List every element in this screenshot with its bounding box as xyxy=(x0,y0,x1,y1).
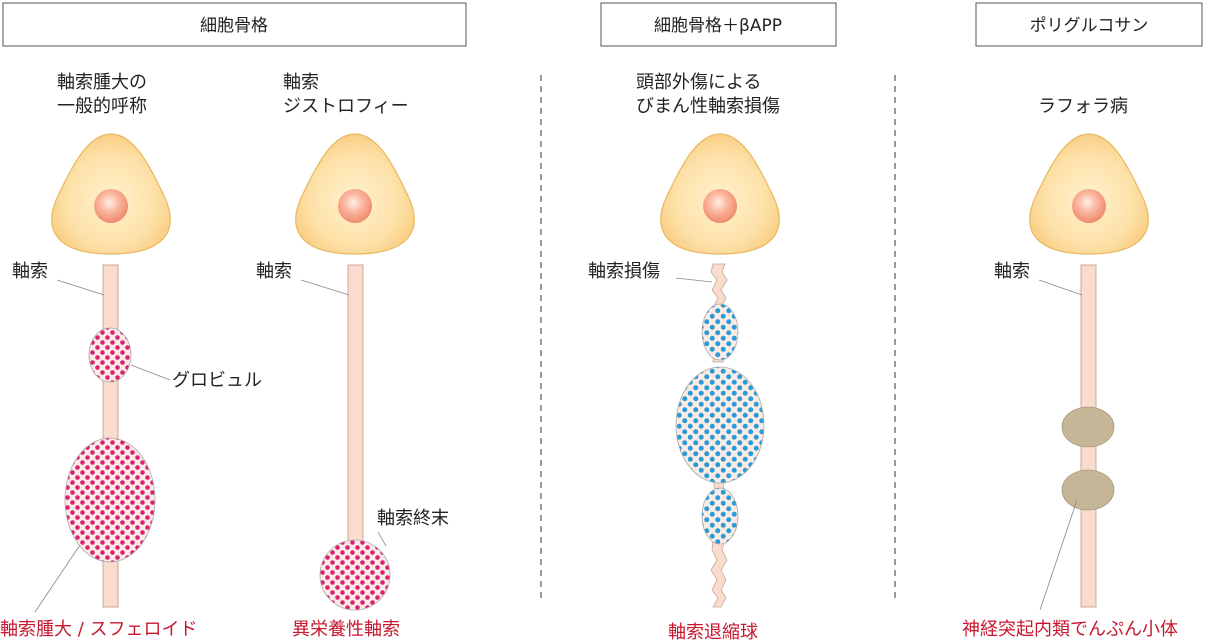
header-cytoskeleton-bapp-text: 細胞骨格＋βAPP xyxy=(654,16,782,36)
nucleus xyxy=(1072,189,1106,223)
col3-title-line1: 頭部外傷による xyxy=(636,72,761,93)
nucleus xyxy=(703,189,737,223)
col2-terminal-label: 軸索終末 xyxy=(377,508,449,529)
col3-injury-label: 軸索損傷 xyxy=(588,261,660,282)
nucleus xyxy=(94,189,128,223)
col1-axon-label: 軸索 xyxy=(12,261,48,282)
spheroid xyxy=(64,437,156,563)
pointer-line xyxy=(377,531,387,547)
header-cytoskeleton: 細胞骨格 xyxy=(2,2,467,47)
globule xyxy=(88,327,132,383)
corpora-amylacea xyxy=(1061,406,1115,448)
col2-bottom-label: 異栄養性軸索 xyxy=(292,619,400,640)
column-diffuse-axonal-injury: 頭部外傷による びまん性軸索損傷 軸索損傷 軸索退縮球 xyxy=(588,72,780,643)
pointer-line xyxy=(300,279,350,296)
header-polyglucosan: ポリグルコサン xyxy=(975,2,1203,47)
column-lafora-disease: ラフォラ病 軸索 神経突起内類でんぷん小体 xyxy=(962,96,1178,640)
pointer-line xyxy=(1038,279,1083,296)
pointer-line xyxy=(34,544,81,613)
col3-bottom-label: 軸索退縮球 xyxy=(668,622,758,643)
column-axonal-swelling: 軸索腫大の 一般的呼称 軸索 グロビュル 軸索腫大 / スフェロイド xyxy=(0,72,262,640)
retraction-bulb xyxy=(701,303,739,361)
col4-bottom-label: 神経突起内類でんぷん小体 xyxy=(962,619,1178,640)
col3-title-line2: びまん性軸索損傷 xyxy=(636,96,780,117)
retraction-bulb xyxy=(701,487,739,545)
col2-title-line2: ジストロフィー xyxy=(283,96,409,117)
header-polyglucosan-text: ポリグルコサン xyxy=(1030,16,1149,36)
pointer-line xyxy=(1039,499,1078,611)
retraction-bulb xyxy=(675,366,765,484)
col1-bottom-label: 軸索腫大 / スフェロイド xyxy=(0,619,198,640)
injured-axon-segment xyxy=(710,539,728,608)
nucleus xyxy=(338,189,372,223)
injured-axon-segment xyxy=(710,263,728,307)
col1-globule-label: グロビュル xyxy=(172,370,262,391)
axon-terminal xyxy=(319,539,391,611)
header-cytoskeleton-text: 細胞骨格 xyxy=(200,16,268,36)
col1-title-line2: 一般的呼称 xyxy=(57,96,147,117)
column-axonal-dystrophy: 軸索 ジストロフィー 軸索 軸索終末 異栄養性軸索 xyxy=(256,72,449,640)
pointer-line xyxy=(130,364,171,381)
pointer-line xyxy=(56,279,105,296)
header-cytoskeleton-bapp: 細胞骨格＋βAPP xyxy=(600,2,837,47)
col4-axon-label: 軸索 xyxy=(994,261,1030,282)
axon-shaft xyxy=(347,264,364,556)
corpora-amylacea xyxy=(1061,469,1115,511)
col2-title-line1: 軸索 xyxy=(283,72,319,93)
col2-axon-label: 軸索 xyxy=(256,261,292,282)
col1-title-line1: 軸索腫大の xyxy=(57,72,147,93)
col4-title: ラフォラ病 xyxy=(1038,96,1128,117)
pointer-line xyxy=(675,277,713,283)
